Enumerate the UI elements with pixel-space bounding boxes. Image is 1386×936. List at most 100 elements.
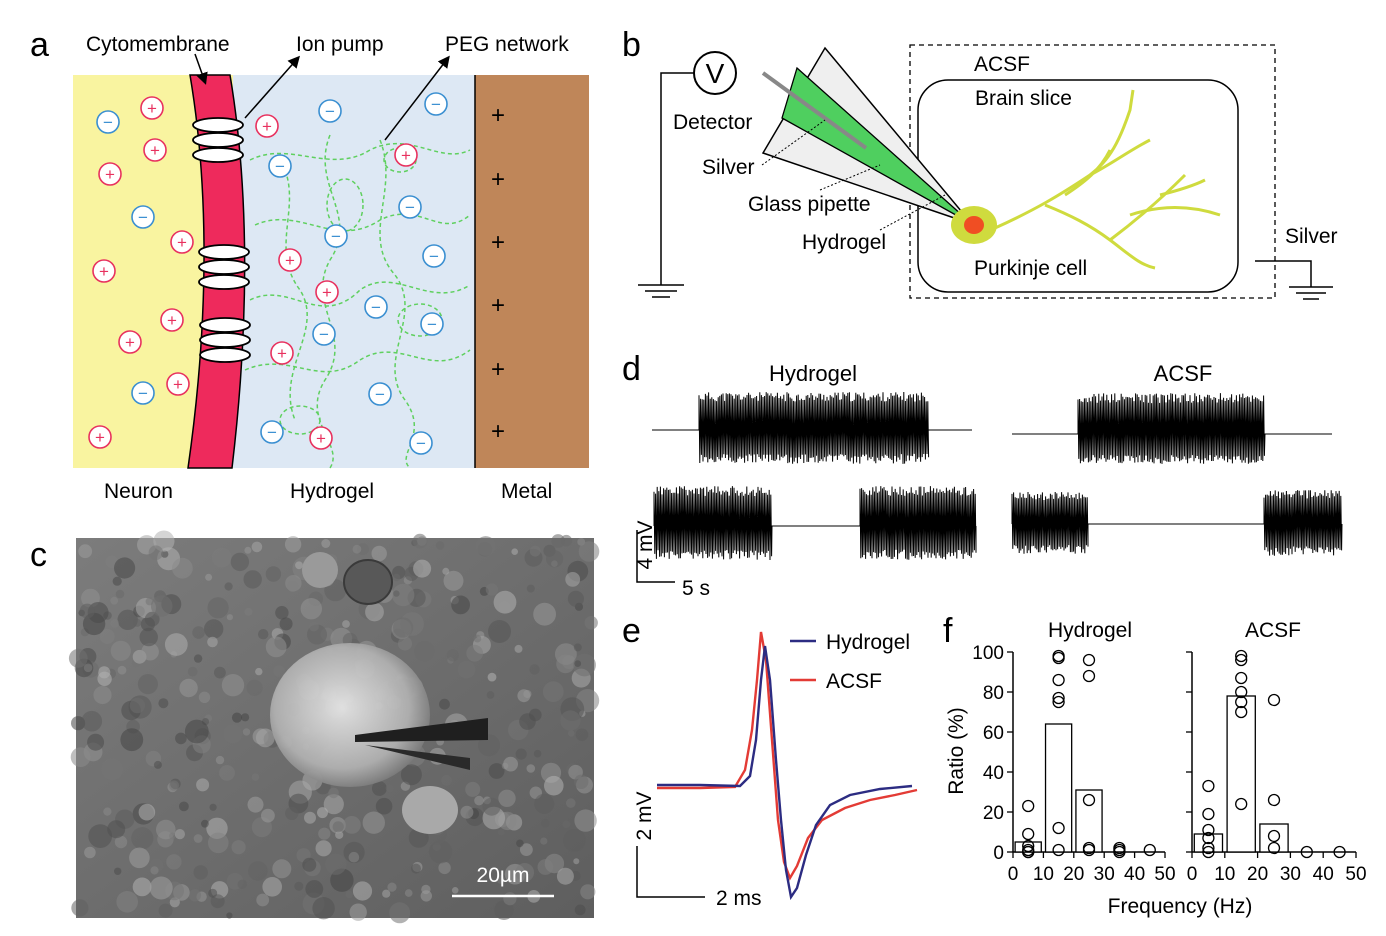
texture-blob xyxy=(372,781,387,796)
texture-blob xyxy=(84,846,96,859)
texture-blob xyxy=(179,801,189,812)
texture-blob xyxy=(323,794,344,815)
arrow-cytomembrane xyxy=(194,53,208,85)
texture-blob xyxy=(158,698,169,709)
y-tick-label: 40 xyxy=(983,763,1004,784)
texture-blob xyxy=(567,590,585,607)
texture-blob xyxy=(465,781,481,797)
x-tick-label: 50 xyxy=(1154,864,1175,885)
texture-blob xyxy=(265,636,287,658)
texture-blob xyxy=(514,644,523,653)
label-d-hydrogel: Hydrogel xyxy=(769,361,857,386)
texture-blob xyxy=(172,557,193,579)
texture-blob xyxy=(485,583,499,596)
panel-a-letter: a xyxy=(30,26,49,64)
texture-blob xyxy=(328,787,339,799)
panel-f-letter: f xyxy=(943,612,953,650)
label-hydrogel-b: Hydrogel xyxy=(802,231,886,254)
label-peg: PEG network xyxy=(445,33,569,56)
cation: + xyxy=(270,341,294,365)
texture-blob xyxy=(412,533,428,549)
svg-text:−: − xyxy=(405,198,415,217)
texture-blob xyxy=(498,789,516,807)
texture-blob xyxy=(482,797,501,816)
texture-blob xyxy=(70,747,91,767)
texture-blob xyxy=(304,811,316,824)
panel-e: e Hydrogel ACSF 2 mV 2 ms xyxy=(622,612,918,910)
data-point xyxy=(1235,797,1248,811)
svg-text:+: + xyxy=(167,311,177,330)
texture-blob xyxy=(255,728,275,748)
panel-f: f Hydrogel ACSF Ratio (%) Frequency (Hz)… xyxy=(943,612,1367,918)
y-axis-label: Ratio (%) xyxy=(945,707,968,795)
texture-blob xyxy=(244,607,253,616)
pipette-tip-2 xyxy=(365,745,470,770)
texture-blob xyxy=(231,712,243,723)
texture-blob xyxy=(112,576,122,586)
data-point xyxy=(1052,673,1065,687)
metal-region xyxy=(475,75,589,468)
texture-blob xyxy=(110,619,119,628)
metal-charge: + xyxy=(491,356,505,383)
texture-blob xyxy=(138,803,156,821)
svg-text:+: + xyxy=(147,99,157,118)
texture-blob xyxy=(567,730,575,737)
cell-soma xyxy=(270,643,430,787)
texture-blob xyxy=(93,685,112,705)
texture-blob xyxy=(164,633,188,656)
texture-blob xyxy=(287,581,299,592)
texture-blob xyxy=(107,820,126,839)
chart-title-hydrogel: Hydrogel xyxy=(1048,619,1132,642)
texture-blob xyxy=(442,567,450,575)
texture-blob xyxy=(526,764,536,773)
texture-blob xyxy=(175,732,187,745)
texture-blob xyxy=(446,649,459,662)
x-tick-label: 0 xyxy=(1008,864,1019,885)
panel-e-letter: e xyxy=(622,612,641,650)
label-hydrogel-region: Hydrogel xyxy=(290,480,374,503)
data-point xyxy=(1202,823,1215,837)
texture-blob xyxy=(487,672,497,682)
texture-blob xyxy=(551,534,565,548)
metal-charge: + xyxy=(491,418,505,445)
texture-blob xyxy=(365,602,384,622)
cation: + xyxy=(88,425,112,449)
data-point xyxy=(1235,695,1248,709)
anion: − xyxy=(260,420,284,444)
pipette-tip xyxy=(355,718,488,742)
texture-blob xyxy=(537,859,554,875)
hydrogel-region xyxy=(233,75,475,468)
x-tick-label: 50 xyxy=(1345,864,1366,885)
texture-blob xyxy=(302,857,317,872)
data-point xyxy=(1267,693,1281,707)
data-point xyxy=(1202,779,1215,793)
texture-blob xyxy=(117,609,138,630)
texture-blob xyxy=(393,617,414,638)
anion: − xyxy=(312,322,336,346)
texture-blob xyxy=(208,832,229,854)
texture-blob xyxy=(362,811,385,834)
trace-acsf-2 xyxy=(1011,490,1343,556)
texture-blob xyxy=(261,808,275,823)
texture-blob xyxy=(475,536,496,556)
texture-blob xyxy=(221,674,245,697)
texture-blob xyxy=(435,541,445,550)
texture-blob xyxy=(392,573,401,582)
data-point xyxy=(1052,695,1065,709)
texture-blob xyxy=(573,653,596,677)
svg-text:+: + xyxy=(262,117,272,136)
cation: + xyxy=(160,308,184,332)
texture-blob xyxy=(265,566,282,582)
x-tick-label: 30 xyxy=(1094,864,1115,885)
silver-wire xyxy=(761,71,868,150)
anion: − xyxy=(409,431,433,455)
anion: − xyxy=(268,154,292,178)
svg-text:−: − xyxy=(275,157,285,176)
texture-blob xyxy=(318,827,331,840)
texture-blob xyxy=(87,733,105,751)
scale-d-mv: 4 mV xyxy=(634,520,657,569)
neighbor-cell-3 xyxy=(402,786,458,834)
texture-blob xyxy=(207,636,218,648)
texture-blob xyxy=(184,719,209,744)
